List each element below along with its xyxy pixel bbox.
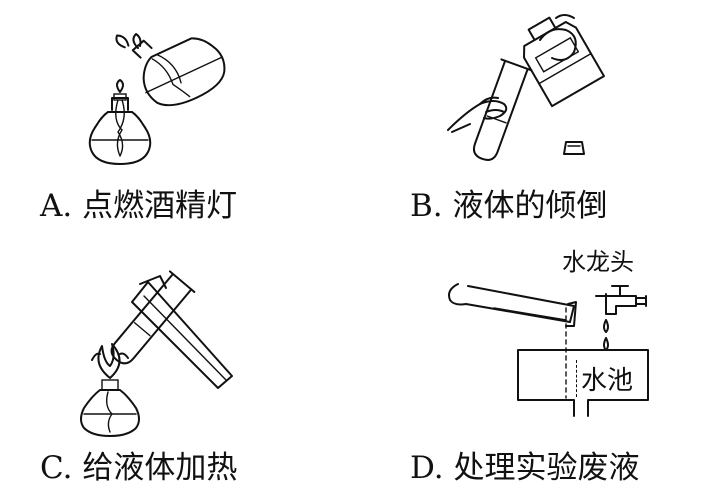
option-b-letter: B. bbox=[410, 188, 443, 224]
option-a-caption: A. 点燃酒精灯 bbox=[40, 188, 237, 224]
alcohol-lamp-upper bbox=[115, 34, 226, 107]
panel-d-illustration bbox=[448, 283, 649, 417]
panel-a-illustration bbox=[88, 33, 226, 165]
option-c-text: 给液体加热 bbox=[82, 450, 238, 486]
option-b-text: 液体的倾倒 bbox=[452, 188, 608, 224]
option-d-caption: D. 处理实验废液 bbox=[410, 450, 639, 486]
panel-b-illustration bbox=[447, 14, 605, 161]
panel-c-illustration bbox=[80, 270, 233, 437]
option-c-caption: C. 给液体加热 bbox=[40, 450, 237, 486]
sink-label: 水池 bbox=[576, 360, 633, 397]
option-c-letter: C. bbox=[40, 450, 73, 486]
option-a-text: 点燃酒精灯 bbox=[82, 188, 238, 224]
option-b-caption: B. 液体的倾倒 bbox=[410, 188, 608, 224]
option-a-letter: A. bbox=[40, 188, 73, 224]
faucet-label: 水龙头 bbox=[562, 248, 634, 276]
option-d-text: 处理实验废液 bbox=[453, 450, 640, 486]
alcohol-lamp-lower bbox=[88, 79, 152, 165]
option-d-letter: D. bbox=[410, 450, 444, 486]
